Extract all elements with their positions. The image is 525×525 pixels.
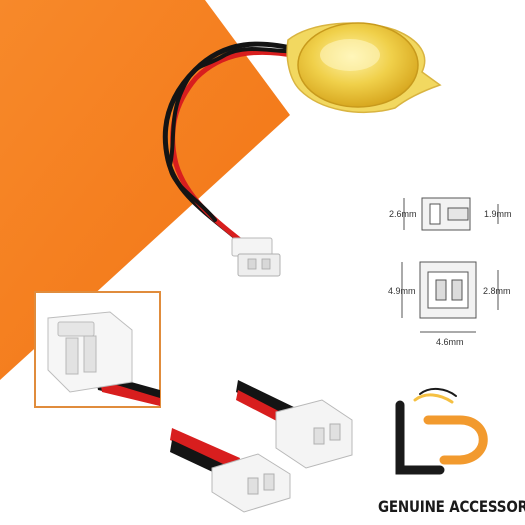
orange-background-wedge <box>0 0 290 380</box>
dimension-label-top-left: 2.6mm <box>389 209 417 219</box>
coin-cell-battery-icon <box>286 22 442 114</box>
dimension-label-top-right: 1.9mm <box>484 209 512 219</box>
lp-logo-icon <box>395 388 488 475</box>
dimension-label-bottom-right: 2.8mm <box>483 286 511 296</box>
twisted-wire-cable <box>162 41 303 251</box>
dimension-label-bottom-left: 4.9mm <box>388 286 416 296</box>
brand-tagline: GENUINE ACCESSORIES <box>378 498 525 517</box>
connector-closeup-inset <box>34 291 161 408</box>
jst-connector-icon <box>231 237 281 277</box>
dimension-label-bottom-width: 4.6mm <box>436 337 464 347</box>
dimension-drawing-top <box>403 197 499 231</box>
connector-pair-illustration <box>170 380 353 513</box>
dimension-drawing-front <box>401 261 499 333</box>
